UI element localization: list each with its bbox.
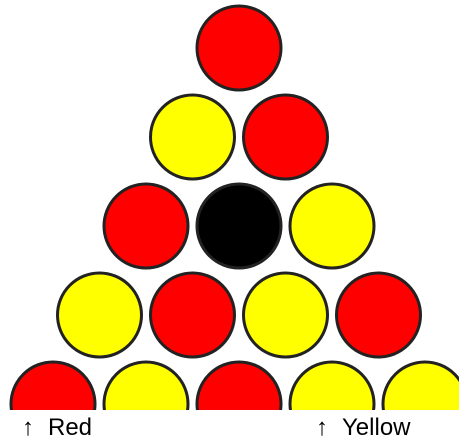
red-ball <box>195 4 283 92</box>
red-ball <box>9 360 97 410</box>
black-ball <box>195 182 283 270</box>
up-arrow-icon: ↑ <box>22 414 34 441</box>
ball-rack <box>9 4 459 410</box>
yellow-ball <box>288 182 376 270</box>
red-ball <box>242 93 329 181</box>
up-arrow-icon: ↑ <box>316 414 328 441</box>
yellow-ball <box>288 360 376 410</box>
red-ball <box>195 360 283 410</box>
yellow-ball <box>149 93 236 181</box>
yellow-ball <box>56 271 143 359</box>
red-caption: ↑ Red <box>22 414 92 442</box>
yellow-ball <box>102 360 190 410</box>
yellow-label: Yellow <box>342 414 411 441</box>
yellow-caption: ↑ Yellow <box>316 414 411 442</box>
red-ball <box>149 271 236 359</box>
red-label: Red <box>48 414 93 441</box>
yellow-ball <box>242 271 329 359</box>
red-ball <box>102 182 190 270</box>
yellow-ball <box>381 360 459 410</box>
red-ball <box>335 271 422 359</box>
